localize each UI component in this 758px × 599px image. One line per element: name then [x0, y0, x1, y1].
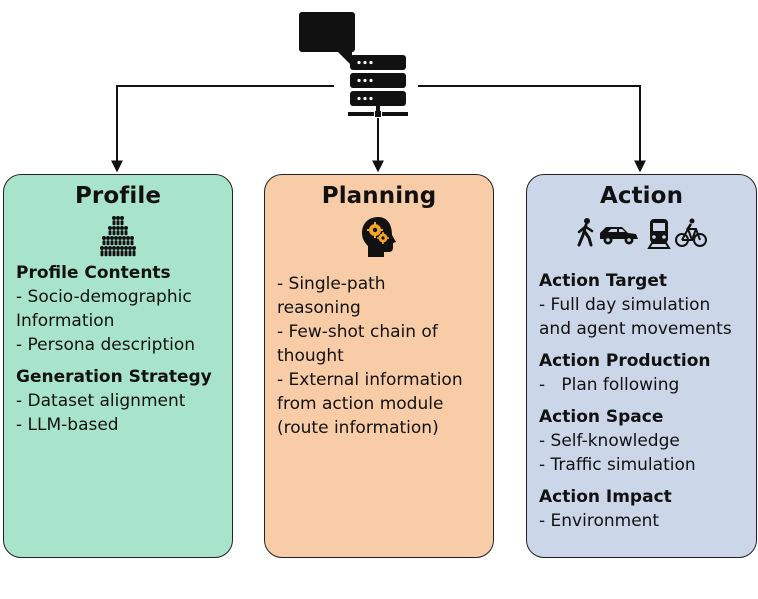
- profile-section-heading: Generation Strategy: [16, 367, 212, 387]
- walking-person-icon: [577, 218, 593, 247]
- action-title: Action: [599, 183, 684, 209]
- planning-body: - Single-path reasoning - Few-shot chain…: [277, 272, 487, 440]
- profile-item: - Dataset alignment: [16, 391, 186, 411]
- transport-icon-row: [577, 218, 707, 249]
- planning-card: Planning - Single-path reasoning: [264, 174, 494, 558]
- action-item: - Environment: [539, 511, 660, 531]
- profile-item: - Socio-demographic: [16, 287, 192, 307]
- arrow-to-action: [418, 85, 646, 173]
- people-group-icon: [4, 215, 232, 259]
- action-section-heading: Action Impact: [539, 487, 672, 507]
- action-item: - Self-knowledge: [539, 431, 680, 451]
- profile-section-heading: Profile Contents: [16, 263, 171, 283]
- action-body: Action Target - Full day simulation and …: [539, 269, 750, 533]
- action-item: - Full day simulation: [539, 295, 711, 315]
- planning-title: Planning: [321, 183, 437, 209]
- profile-title: Profile: [74, 183, 162, 209]
- action-card: Action: [526, 174, 757, 558]
- action-section-heading: Action Space: [539, 407, 664, 427]
- planning-item: reasoning: [277, 298, 361, 318]
- bicycle-icon: [674, 218, 707, 247]
- server-chat-icon: [292, 8, 416, 120]
- profile-body: Profile Contents - Socio-demographic Inf…: [16, 261, 226, 437]
- train-icon: [646, 219, 671, 249]
- profile-item: - Persona description: [16, 335, 196, 355]
- transport-icons: [527, 215, 756, 259]
- action-item: and agent movements: [539, 319, 732, 339]
- planning-item: thought: [277, 346, 344, 366]
- car-icon: [599, 227, 638, 245]
- profile-card: Profile: [3, 174, 233, 558]
- brain-gears-head-icon: [265, 215, 493, 259]
- profile-item: Information: [16, 311, 115, 331]
- profile-item: - LLM-based: [16, 415, 119, 435]
- action-item: - Plan following: [539, 375, 680, 395]
- arrow-to-profile: [111, 85, 334, 173]
- action-section-heading: Action Production: [539, 351, 711, 371]
- action-item: - Traffic simulation: [539, 455, 696, 475]
- planning-item: from action module: [277, 394, 444, 414]
- action-section-heading: Action Target: [539, 271, 667, 291]
- planning-item: - Few-shot chain of: [277, 322, 438, 342]
- planning-item: - External information: [277, 370, 463, 390]
- planning-item: - Single-path: [277, 274, 386, 294]
- planning-item: (route information): [277, 418, 439, 438]
